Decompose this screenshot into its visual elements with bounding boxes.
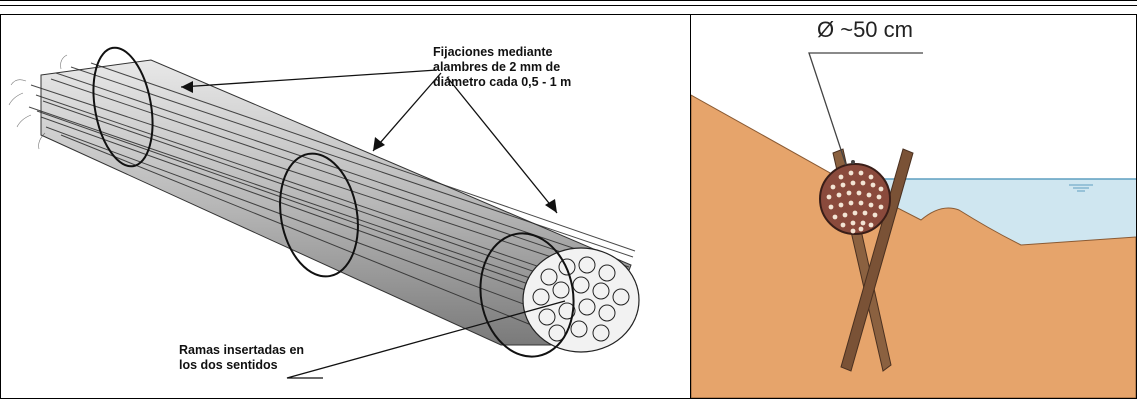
diameter-label: Ø ~50 cm <box>817 17 913 43</box>
cross-section-panel: Ø ~50 cm <box>690 14 1137 399</box>
fascine-cross-section <box>820 164 890 234</box>
top-rule <box>0 0 1137 6</box>
cross-section-drawing <box>691 15 1136 398</box>
annotation-branches: Ramas insertadas en los dos sentidos <box>179 343 359 373</box>
diameter-leader-dot <box>851 160 855 164</box>
bundle-end-section <box>523 248 639 352</box>
annotation-wires: Fijaciones mediante alambres de 2 mm de … <box>433 45 643 90</box>
fascine-bundle-panel: Fijaciones mediante alambres de 2 mm de … <box>0 14 691 399</box>
